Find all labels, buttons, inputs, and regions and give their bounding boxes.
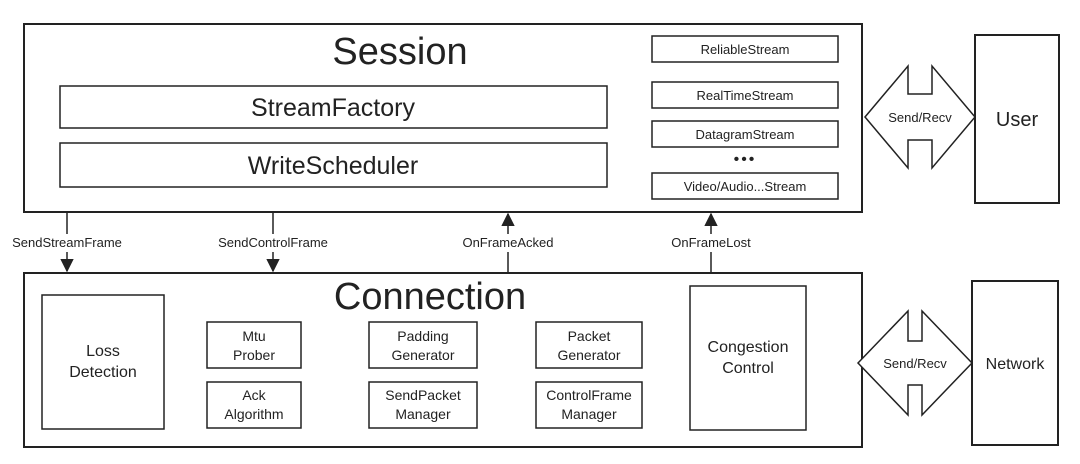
packet-generator-box <box>535 321 643 369</box>
user-link: Send/Recv User <box>864 34 1060 204</box>
control-frame-manager-box <box>535 381 643 429</box>
network-link: Send/Recv Network <box>856 280 1059 446</box>
on-frame-acked-label: OnFrameAcked <box>462 235 553 250</box>
send-control-frame-label: SendControlFrame <box>218 235 328 250</box>
stream-factory-label: StreamFactory <box>251 94 415 122</box>
stream-factory-box <box>59 85 608 129</box>
congestion-control-label-2: Control <box>722 360 774 377</box>
reliable-stream-box <box>651 35 839 63</box>
realtime-stream-box <box>651 81 839 109</box>
packet-generator-label-2: Generator <box>557 347 620 363</box>
session-layer: Session StreamFactory WriteScheduler Rel… <box>23 23 863 213</box>
loss-detection-label-2: Detection <box>69 364 137 381</box>
congestion-control-label-1: Congestion <box>708 339 789 356</box>
user-box <box>974 34 1060 204</box>
mtu-prober-box <box>206 321 302 369</box>
network-send-recv-label: Send/Recv <box>883 356 947 371</box>
padding-generator-label-1: Padding <box>397 328 448 344</box>
mtu-prober-label-1: Mtu <box>242 328 265 344</box>
packet-generator-label-1: Packet <box>568 328 611 344</box>
datagram-stream-box <box>651 120 839 148</box>
user-send-recv-label: Send/Recv <box>888 110 952 125</box>
control-frame-manager-label-1: ControlFrame <box>546 387 632 403</box>
network-box <box>971 280 1059 446</box>
control-frame-manager-label-2: Manager <box>561 406 617 422</box>
padding-generator-box <box>368 321 478 369</box>
video-audio-stream-label: Video/Audio...Stream <box>684 179 807 194</box>
send-packet-manager-label-1: SendPacket <box>385 387 461 403</box>
interface-arrows: SendStreamFrame SendControlFrame OnFrame… <box>12 212 751 273</box>
congestion-control-box <box>689 285 807 431</box>
user-label: User <box>996 109 1039 131</box>
network-label: Network <box>986 356 1046 373</box>
connection-title: Connection <box>334 276 526 318</box>
session-title: Session <box>332 31 467 73</box>
loss-detection-label-1: Loss <box>86 343 120 360</box>
write-scheduler-label: WriteScheduler <box>248 152 418 180</box>
ack-algorithm-label-2: Algorithm <box>224 406 283 422</box>
loss-detection-box <box>41 294 165 430</box>
connection-layer: Connection Loss Detection Congestion Con… <box>23 272 863 448</box>
ack-algorithm-label-1: Ack <box>242 387 266 403</box>
send-packet-manager-box <box>368 381 478 429</box>
send-stream-frame-label: SendStreamFrame <box>12 235 122 250</box>
padding-generator-label-2: Generator <box>391 347 454 363</box>
ack-algorithm-box <box>206 381 302 429</box>
send-packet-manager-label-2: Manager <box>395 406 451 422</box>
on-frame-lost-label: OnFrameLost <box>671 235 751 250</box>
reliable-stream-label: ReliableStream <box>701 42 790 57</box>
write-scheduler-box <box>59 142 608 188</box>
datagram-stream-label: DatagramStream <box>696 127 795 142</box>
realtime-stream-label: RealTimeStream <box>696 88 793 103</box>
mtu-prober-label-2: Prober <box>233 347 275 363</box>
video-audio-stream-box <box>651 172 839 200</box>
streams-ellipsis: ••• <box>734 151 757 168</box>
